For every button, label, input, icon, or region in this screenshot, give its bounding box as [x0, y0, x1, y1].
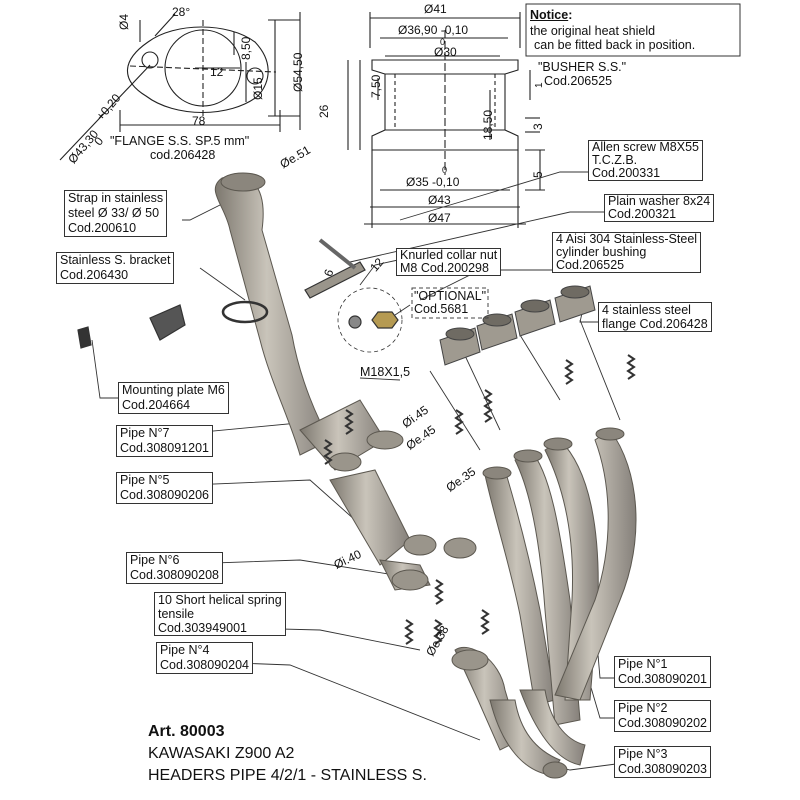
dim-r12: 12 — [210, 65, 224, 79]
dim-26: 26 — [317, 104, 331, 118]
flange-name: "FLANGE S.S. SP.5 mm" — [110, 134, 250, 148]
dim-h1: 1 — [534, 82, 545, 88]
dim-d30: Ø30 — [434, 45, 457, 59]
header-pipes — [214, 172, 637, 779]
busher-drawing — [347, 12, 545, 228]
model-name: KAWASAKI Z900 A2 — [148, 745, 295, 762]
exhaust-flanges — [439, 285, 596, 366]
dim-tol0-top: 0 — [440, 37, 446, 47]
dim-5: 5 — [531, 171, 545, 178]
flange-drawing — [59, 12, 301, 161]
busher-code: Cod.206525 — [544, 74, 613, 88]
optional-box — [411, 287, 489, 319]
dim-850: 8,50 — [239, 36, 253, 60]
dim-1850: 18,50 — [481, 109, 495, 140]
notice-line-1: the original heat shield — [530, 24, 656, 38]
product-description: HEADERS PIPE 4/2/1 - STAINLESS S. — [148, 767, 427, 784]
callout-optional: "OPTIONAL"Cod.5681 — [414, 289, 487, 316]
notice-line-2: can be fitted back in position. — [534, 38, 696, 52]
flange-code: cod.206428 — [150, 148, 216, 162]
mounting-hardware — [77, 238, 403, 353]
dim-d15: Ø15 — [251, 77, 265, 100]
dim-d3690: Ø36,90 -0,10 — [398, 23, 469, 37]
dim-d5450: Ø54,50 — [291, 52, 305, 92]
dim-750: 7,50 — [369, 74, 383, 98]
busher-name: "BUSHER S.S." — [538, 60, 627, 74]
dim-d35: Ø35 -0,10 — [406, 175, 460, 189]
notice-title: Notice: — [530, 8, 573, 22]
dim-d41: Ø41 — [424, 2, 447, 16]
dim-d43: Ø43 — [428, 193, 451, 207]
article-number: Art. 80003 — [148, 723, 225, 740]
dim-angle: 28° — [172, 5, 191, 19]
dim-78: 78 — [192, 114, 206, 128]
notice-box — [525, 3, 741, 57]
dim-m18: M18X1,5 — [360, 365, 411, 379]
dim-tol0-bot: 0 — [442, 165, 448, 175]
dim-hole: Ø4 — [117, 13, 131, 30]
springs — [323, 354, 636, 645]
dim-3: 3 — [531, 123, 545, 130]
dim-d47: Ø47 — [428, 211, 451, 225]
